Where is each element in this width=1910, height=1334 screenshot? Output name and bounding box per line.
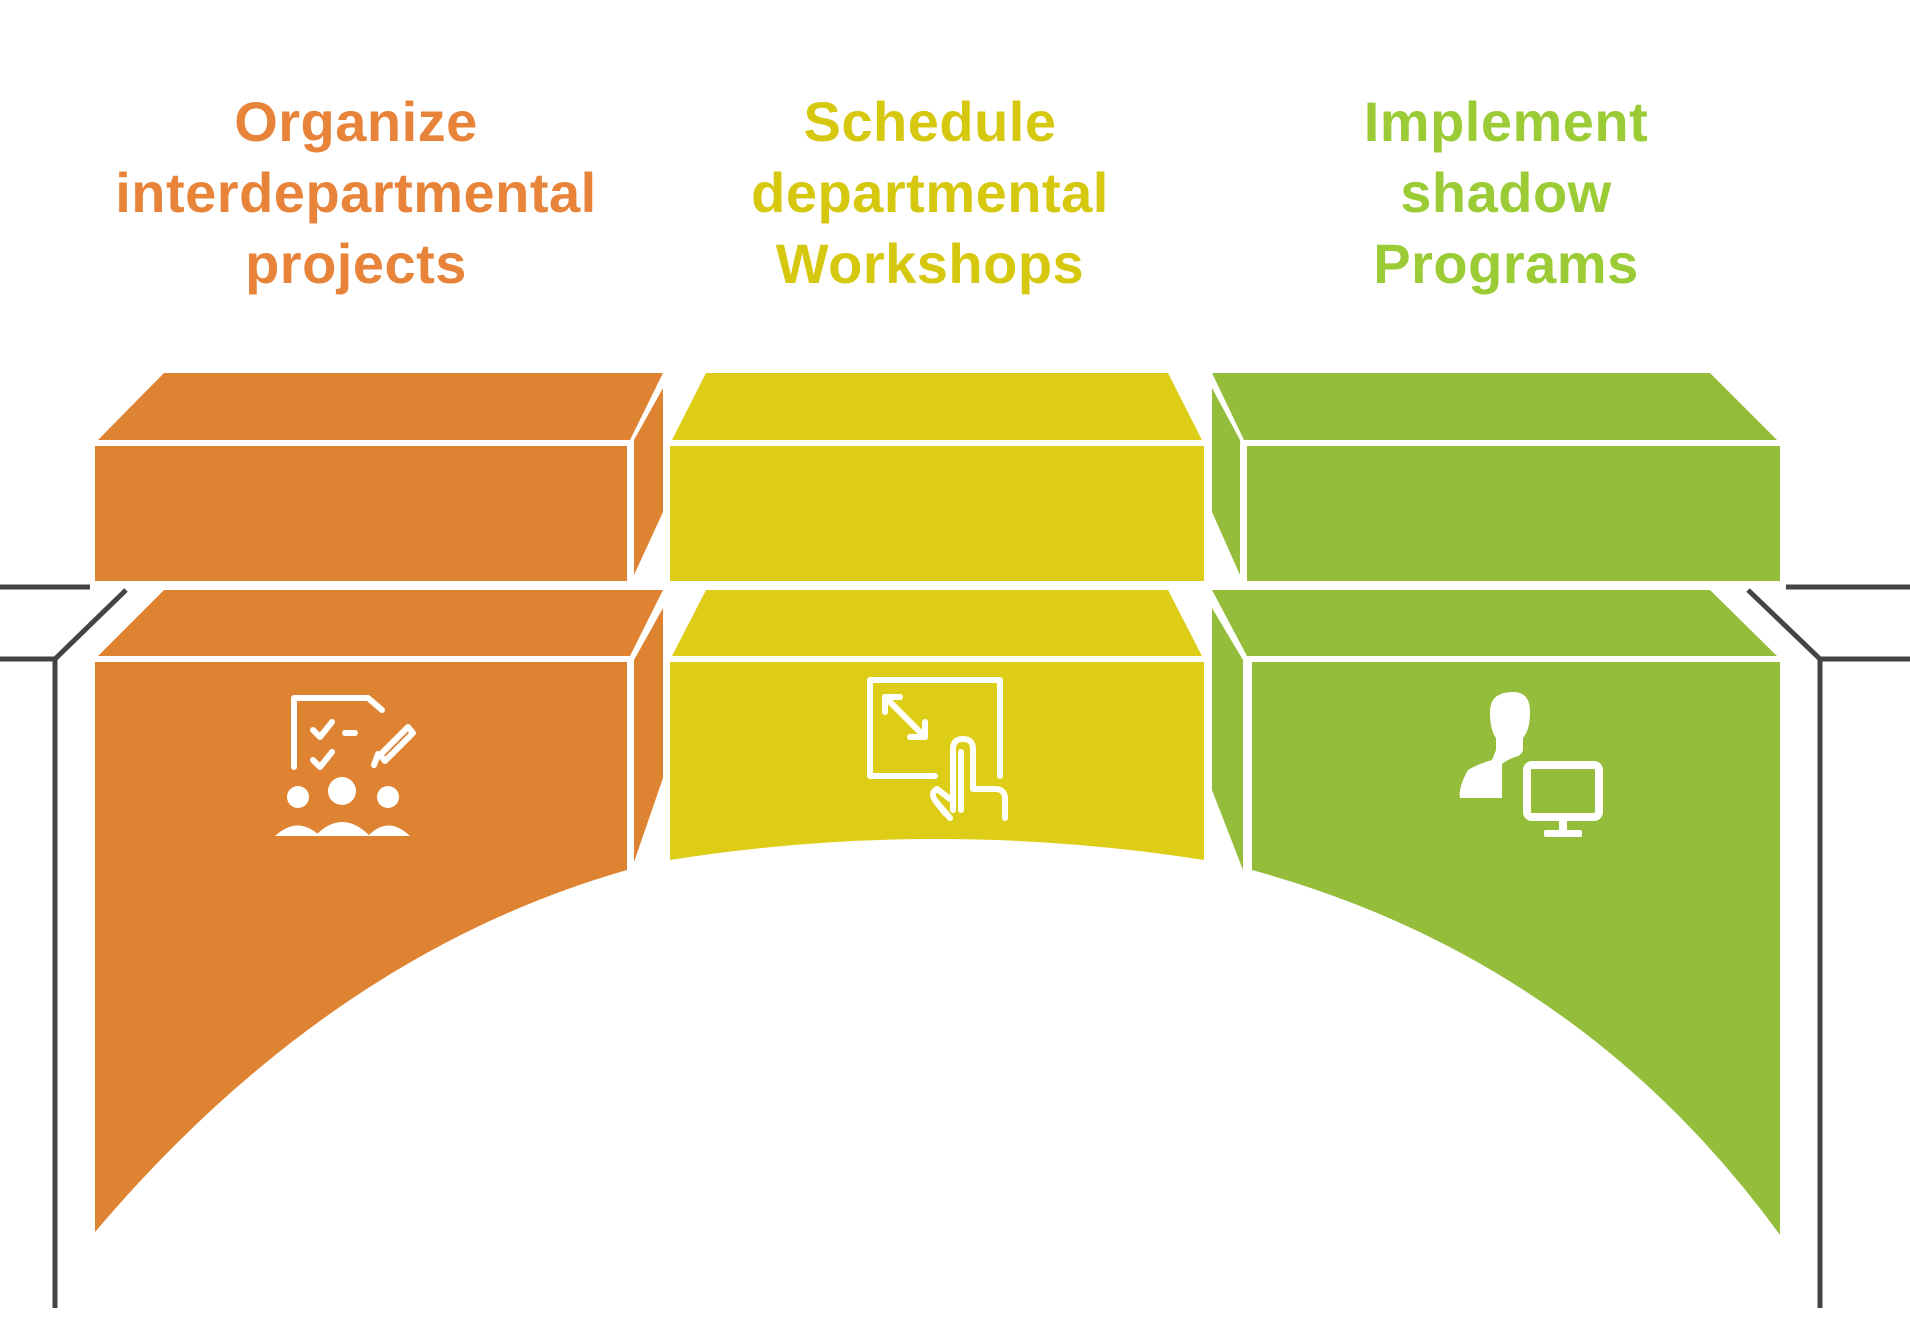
step-1-title-line-1: Organize [234, 90, 478, 153]
step-2-title-line-1: Schedule [803, 90, 1057, 153]
step-2-title-line-3: Workshops [775, 232, 1085, 295]
step-3-title-line-1: Implement [1363, 90, 1649, 153]
rail-right-bottom [1746, 588, 1910, 662]
segment-3 [1212, 373, 1780, 1235]
segment-1 [95, 373, 663, 1232]
step-1-title-line-2: interdepartmental [115, 161, 597, 224]
segment-3-upper-side-face [1212, 388, 1240, 575]
segment-1-upper-top-face [98, 373, 663, 440]
step-2-title-line-2: departmental [751, 161, 1109, 224]
segment-2-lower-top-face [672, 590, 1202, 656]
segment-3-lower-top-face [1212, 590, 1777, 656]
segment-1-lower-top-face [98, 590, 663, 656]
segment-1-lower-side-face [634, 608, 663, 862]
step-3-title: Implement shadow Programs [1226, 86, 1786, 299]
segment-2-arch-body [670, 662, 1204, 860]
segment-1-arch-body [95, 662, 627, 1232]
touch-screen-resize-icon [867, 677, 1008, 821]
step-3-title-line-3: Programs [1373, 232, 1639, 295]
segment-1-upper-side-face [634, 388, 663, 575]
team-checklist-icon [275, 695, 416, 836]
segment-3-lower-side-face [1212, 608, 1243, 870]
segment-1-upper-front-face [95, 446, 627, 581]
step-3-title-line-2: shadow [1400, 161, 1612, 224]
step-2-title: Schedule departmental Workshops [650, 86, 1210, 299]
rail-left [0, 584, 128, 1308]
segment-3-upper-front-face [1247, 446, 1780, 581]
user-computer-icon [1459, 692, 1603, 837]
segment-2 [670, 373, 1204, 860]
step-1-title: Organize interdepartmental projects [76, 86, 636, 299]
segment-3-upper-top-face [1212, 373, 1777, 440]
rail-right [1746, 584, 1910, 1308]
segment-2-upper-top-face [672, 373, 1202, 440]
segment-2-upper-front-face [670, 446, 1204, 581]
step-1-title-line-3: projects [245, 232, 467, 295]
segment-3-arch-body [1252, 662, 1780, 1235]
